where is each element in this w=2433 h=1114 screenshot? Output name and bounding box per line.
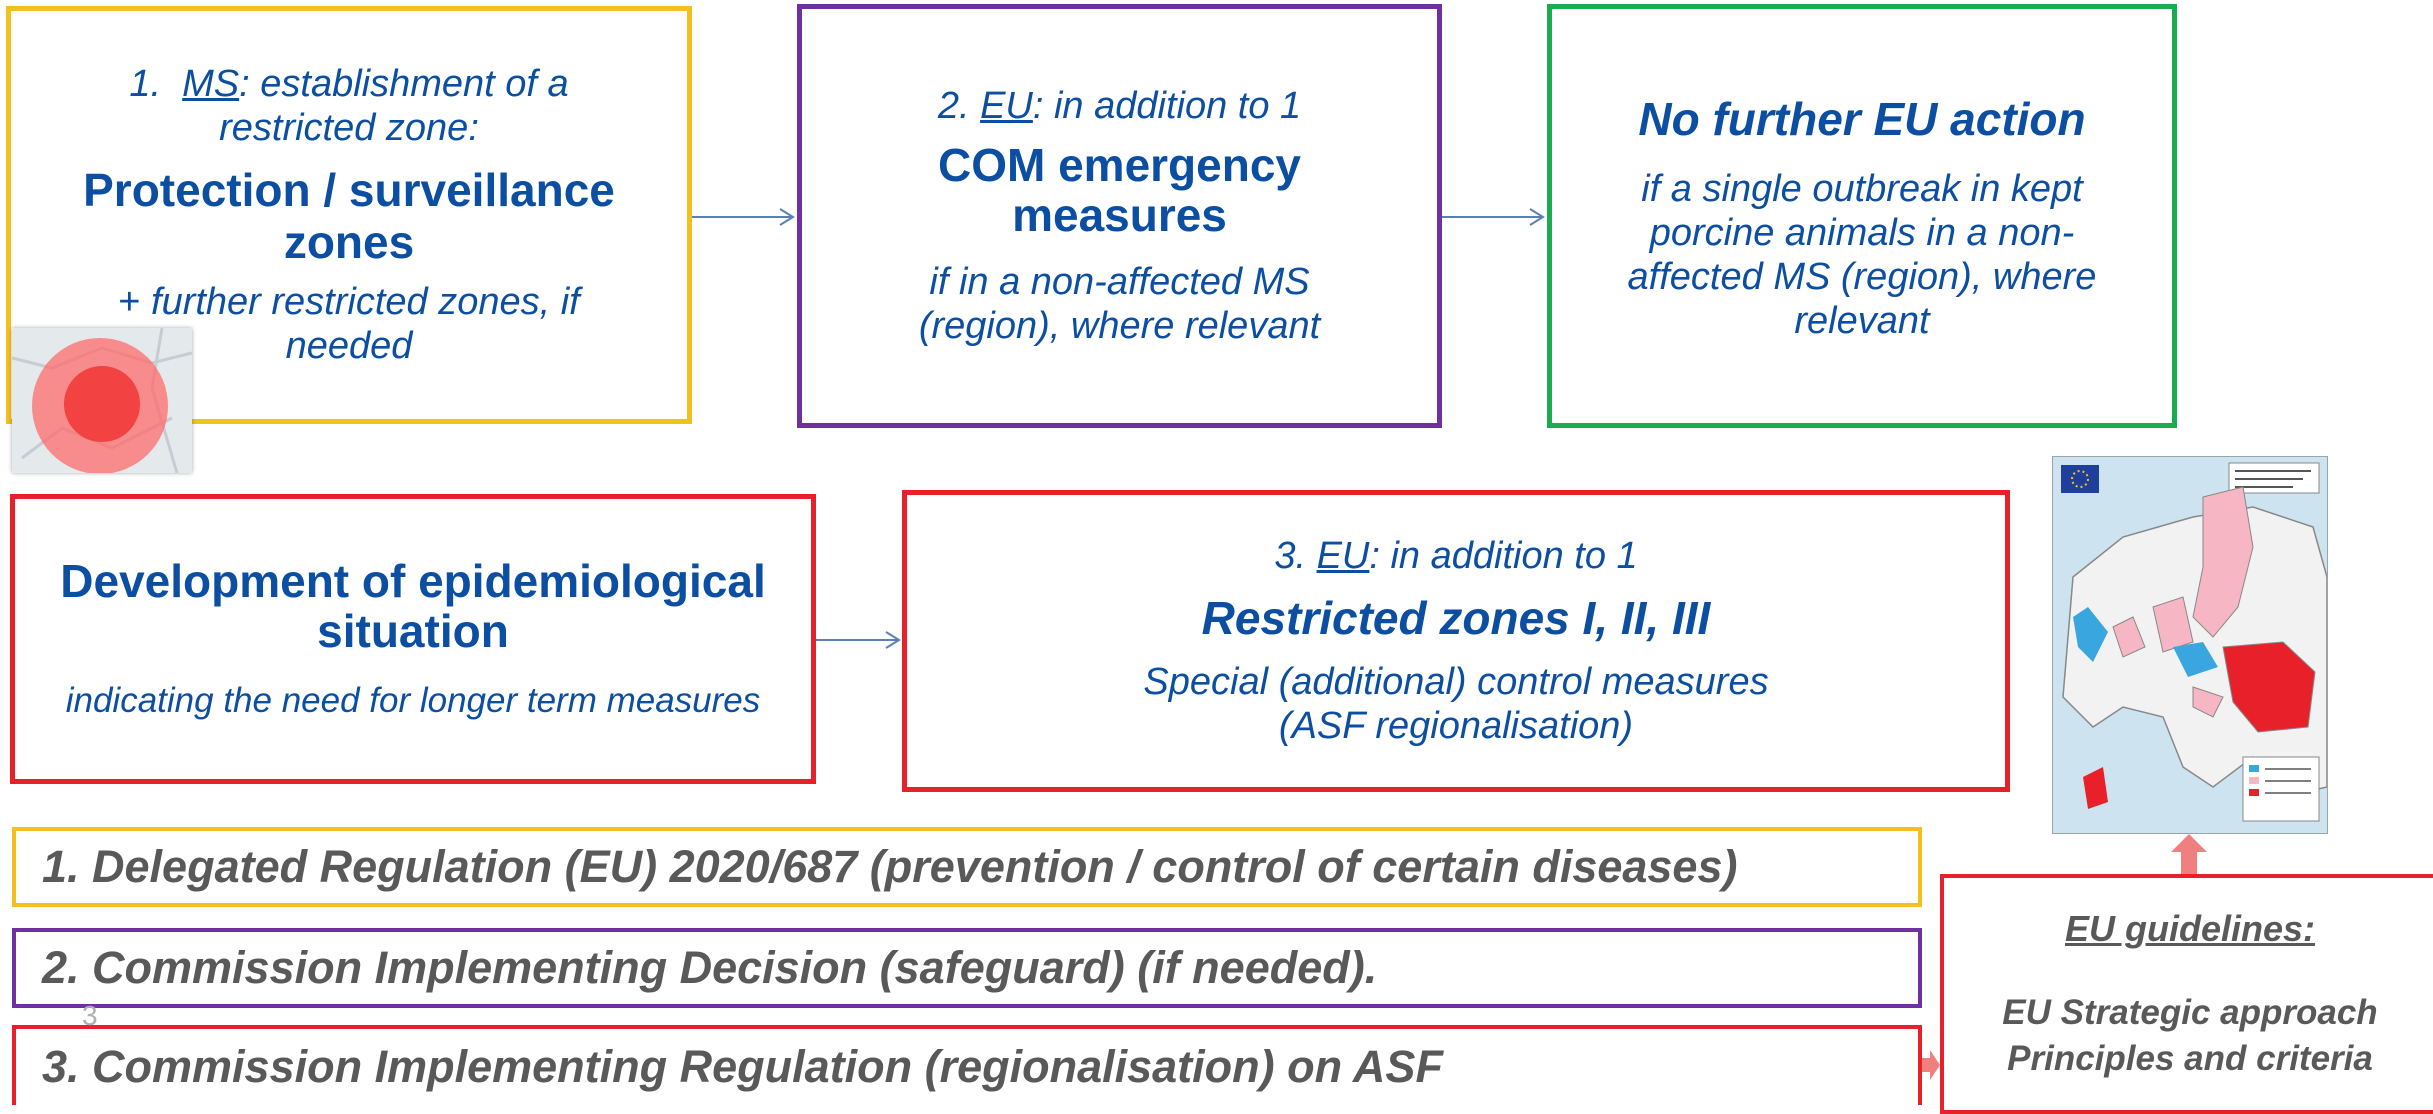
box3-title: No further EU action	[1638, 93, 2086, 145]
regulation-bar-3-text: 3. Commission Implementing Regulation (r…	[42, 1041, 1443, 1092]
box2-eu: EU	[980, 85, 1033, 127]
guidelines-heading: EU guidelines:	[2064, 908, 2316, 949]
box2-note: if in a non-affected MS (region), where …	[918, 261, 1321, 347]
box1-intro-line2: restricted zone:	[219, 107, 479, 149]
regulation-bar-1: 1. Delegated Regulation (EU) 2020/687 (p…	[12, 827, 1922, 907]
regulation-bar-1-text: 1. Delegated Regulation (EU) 2020/687 (p…	[42, 841, 1738, 892]
arrow-box4-to-box5	[816, 631, 901, 649]
box1-number: 1.	[129, 63, 162, 105]
box1-intro: 1. MS: establishment of a restricted zon…	[129, 62, 568, 150]
box1-ms: MS	[182, 63, 240, 105]
box5-note: Special (additional) control measures (A…	[1143, 661, 1769, 747]
box5-eu: EU	[1316, 535, 1370, 577]
box2-intro: 2. EU: in addition to 1	[938, 84, 1301, 128]
box3-note: if a single outbreak in kept porcine ani…	[1627, 168, 2097, 342]
up-arrow-icon	[2171, 834, 2207, 878]
box-epidemiological-situation: Development of epidemiological situation…	[10, 494, 816, 784]
box5-number: 3.	[1274, 535, 1307, 577]
box2-intro-rest: : in addition to 1	[1032, 85, 1302, 127]
box4-title: Development of epidemiological situation	[60, 555, 766, 657]
box5-title: Restricted zones I, II, III	[1201, 592, 1711, 644]
box1-intro-rest: : establishment of a	[239, 63, 569, 105]
box1-note-text: further restricted zones, if needed	[140, 281, 580, 367]
right-arrow-icon	[1922, 1050, 1940, 1080]
guidelines-line1: EU Strategic approach	[2002, 993, 2378, 1032]
box5-intro-rest: : in addition to 1	[1369, 535, 1638, 577]
box-ms-restricted-zone: 1. MS: establishment of a restricted zon…	[6, 6, 692, 424]
box2-title: COM emergency measures	[937, 139, 1301, 241]
regulation-bar-2: 2. Commission Implementing Decision (saf…	[12, 928, 1922, 1008]
zone-map-icon	[12, 328, 192, 473]
box1-note: + further restricted zones, if needed	[51, 280, 647, 368]
box4-note: indicating the need for longer term meas…	[65, 681, 761, 720]
arrow-box1-to-box2	[692, 208, 795, 226]
arrow-box2-to-box3	[1442, 208, 1545, 226]
box2-number: 2.	[937, 85, 970, 127]
regulation-bar-3: 3. Commission Implementing Regulation (r…	[12, 1025, 1922, 1105]
box1-plus: +	[118, 281, 141, 323]
box-eu-emergency-measures: 2. EU: in addition to 1 COM emergency me…	[797, 4, 1442, 428]
regulation-bar-2-text: 2. Commission Implementing Decision (saf…	[42, 942, 1378, 993]
box-eu-guidelines: EU guidelines: EU Strategic approach Pri…	[1940, 874, 2433, 1114]
europe-map-icon	[2052, 456, 2328, 834]
guidelines-line2: Principles and criteria	[2007, 1039, 2373, 1078]
box-no-further-eu-action: No further EU action if a single outbrea…	[1547, 4, 2177, 428]
box5-intro: 3. EU: in addition to 1	[1274, 534, 1637, 578]
box-eu-restricted-zones: 3. EU: in addition to 1 Restricted zones…	[902, 490, 2010, 792]
box1-title: Protection / surveillance zones	[83, 164, 615, 268]
slide-number: 3	[82, 1000, 98, 1031]
